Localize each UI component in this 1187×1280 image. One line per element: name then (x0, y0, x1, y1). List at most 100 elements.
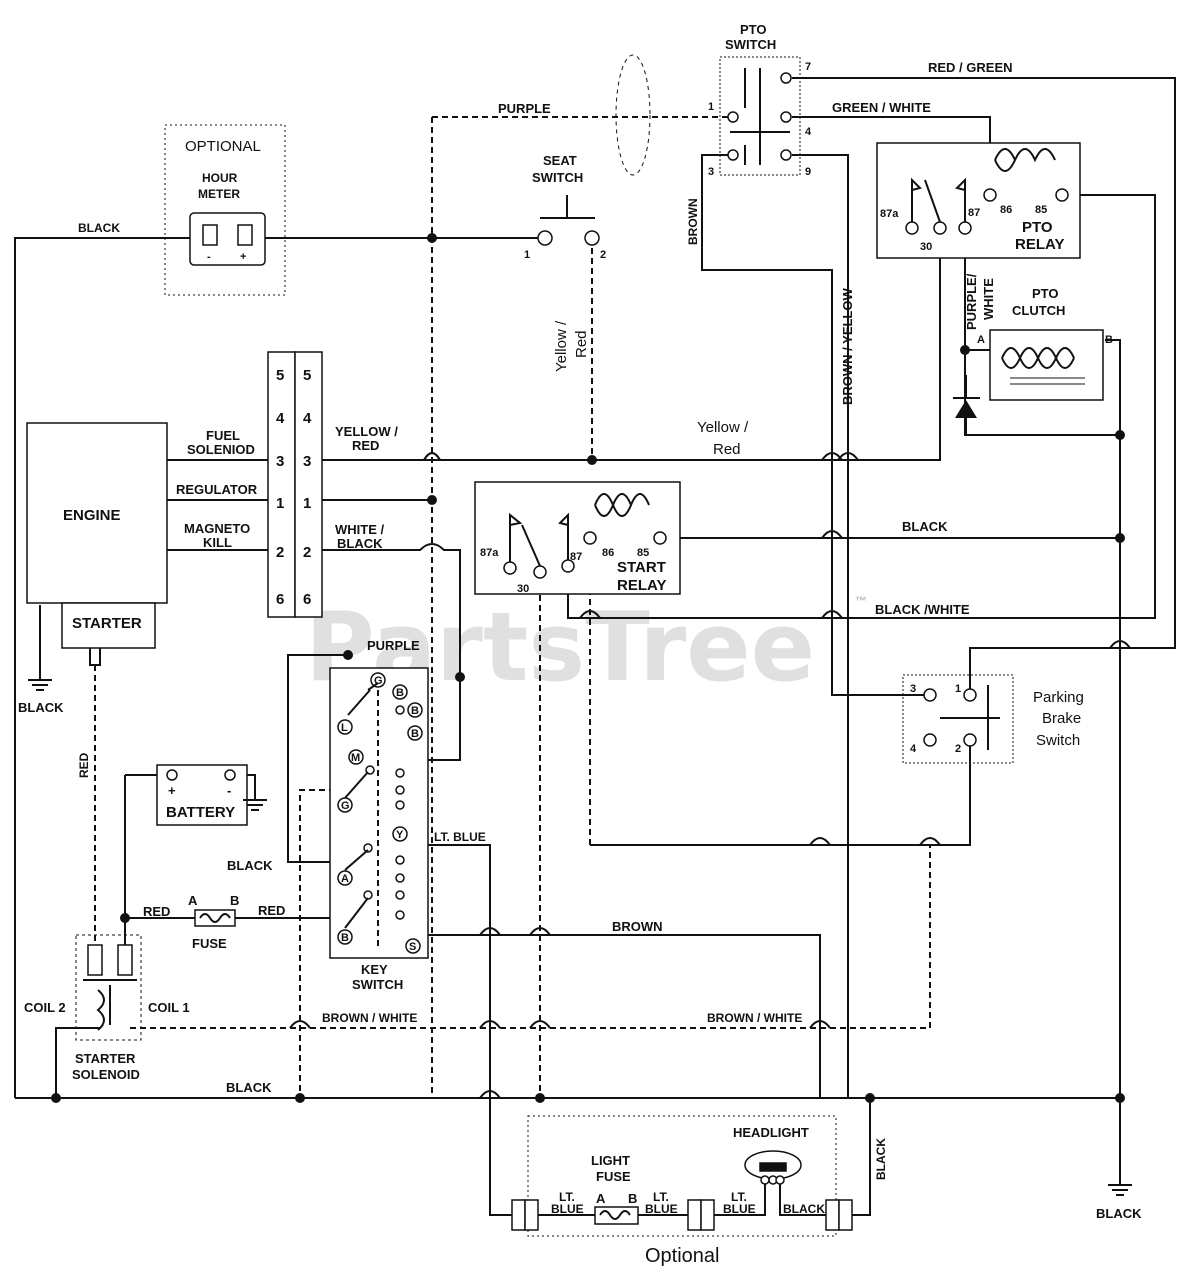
svg-text:Yellow /: Yellow / (697, 419, 749, 436)
svg-text:HEADLIGHT: HEADLIGHT (733, 1125, 809, 1140)
svg-text:2: 2 (276, 544, 284, 561)
svg-text:1: 1 (708, 101, 714, 113)
svg-text:BLACK: BLACK (1096, 1206, 1142, 1221)
svg-text:BLUE: BLUE (645, 1202, 678, 1216)
pto-clutch: PTO CLUTCH A B (953, 286, 1113, 435)
svg-text:B: B (230, 893, 239, 908)
junction-dots (51, 233, 1125, 1103)
svg-text:BLUE: BLUE (551, 1202, 584, 1216)
svg-text:4: 4 (303, 410, 312, 427)
svg-text:BLACK: BLACK (902, 519, 948, 534)
svg-text:M: M (351, 752, 360, 764)
svg-text:START: START (617, 559, 666, 576)
svg-text:3: 3 (910, 683, 916, 695)
svg-text:-: - (207, 251, 211, 263)
svg-text:B: B (411, 728, 419, 740)
svg-text:FUEL: FUEL (206, 428, 240, 443)
svg-text:3: 3 (276, 453, 284, 470)
svg-text:B: B (396, 687, 404, 699)
svg-text:CLUTCH: CLUTCH (1012, 303, 1065, 318)
svg-text:SOLENOID: SOLENOID (72, 1067, 140, 1082)
svg-text:B: B (341, 932, 349, 944)
svg-text:85: 85 (1035, 204, 1047, 216)
svg-text:SWITCH: SWITCH (725, 37, 776, 52)
svg-text:WHITE /: WHITE / (335, 522, 384, 537)
parking-brake-switch: 3 1 4 2 Parking Brake Switch (902, 674, 1084, 764)
svg-text:BROWN / WHITE: BROWN / WHITE (322, 1011, 417, 1025)
svg-text:RELAY: RELAY (617, 577, 666, 594)
svg-text:PURPLE: PURPLE (367, 638, 420, 653)
svg-text:PTO: PTO (1032, 286, 1059, 301)
svg-text:3: 3 (303, 453, 311, 470)
svg-text:KEY: KEY (361, 962, 388, 977)
svg-text:WHITE: WHITE (981, 278, 996, 320)
svg-text:KILL: KILL (203, 535, 232, 550)
wire-hops (289, 452, 1131, 1099)
svg-text:30: 30 (920, 241, 932, 253)
svg-text:GREEN / WHITE: GREEN / WHITE (832, 100, 931, 115)
svg-text:COIL 1: COIL 1 (148, 1000, 190, 1015)
svg-text:1: 1 (955, 683, 961, 695)
svg-text:BROWN / YELLOW: BROWN / YELLOW (840, 288, 855, 405)
svg-text:BLACK: BLACK (783, 1202, 825, 1216)
hour-meter: OPTIONAL HOUR METER - + (164, 124, 286, 296)
svg-text:BROWN: BROWN (686, 198, 700, 245)
svg-text:BROWN / WHITE: BROWN / WHITE (707, 1011, 802, 1025)
svg-text:1: 1 (303, 495, 311, 512)
svg-text:4: 4 (805, 126, 812, 138)
svg-text:6: 6 (276, 591, 284, 608)
svg-text:A: A (188, 893, 198, 908)
svg-text:87a: 87a (880, 208, 899, 220)
svg-text:87a: 87a (480, 547, 499, 559)
svg-text:2: 2 (303, 544, 311, 561)
engine: ENGINE STARTER FUEL SOLENIOD REGULATOR M… (26, 422, 268, 691)
svg-text:+: + (240, 251, 246, 263)
svg-text:6: 6 (303, 591, 311, 608)
svg-text:BLACK: BLACK (78, 221, 120, 235)
svg-text:5: 5 (303, 367, 311, 384)
wires (14, 77, 1176, 1216)
svg-text:LT.: LT. (559, 1190, 575, 1204)
svg-text:B: B (628, 1191, 637, 1206)
svg-text:9: 9 (805, 166, 811, 178)
svg-text:SOLENIOD: SOLENIOD (187, 442, 255, 457)
svg-text:B: B (1105, 334, 1113, 346)
svg-text:BLACK: BLACK (874, 1138, 888, 1180)
svg-text:7: 7 (805, 61, 811, 73)
svg-text:BLACK: BLACK (227, 858, 273, 873)
svg-text:-: - (227, 783, 231, 798)
key-switch: G B B B L M G Y A B S (329, 667, 429, 992)
watermark-tm: ™ (855, 594, 867, 608)
svg-text:STARTER: STARTER (75, 1051, 136, 1066)
svg-text:FUSE: FUSE (192, 936, 227, 951)
svg-text:LT. BLUE: LT. BLUE (434, 830, 486, 844)
svg-text:1: 1 (276, 495, 284, 512)
svg-text:B: B (411, 705, 419, 717)
svg-text:4: 4 (910, 743, 917, 755)
svg-text:Switch: Switch (1036, 732, 1080, 749)
svg-text:Red: Red (713, 441, 741, 458)
svg-text:STARTER: STARTER (72, 615, 142, 632)
svg-text:BATTERY: BATTERY (166, 804, 235, 821)
svg-text:FUSE: FUSE (596, 1169, 631, 1184)
svg-text:BLACK: BLACK (18, 700, 64, 715)
svg-text:PURPLE: PURPLE (498, 101, 551, 116)
pto-oval (615, 54, 651, 176)
svg-text:G: G (341, 800, 350, 812)
svg-text:87: 87 (968, 207, 980, 219)
svg-text:5: 5 (276, 367, 284, 384)
svg-text:+: + (168, 783, 176, 798)
svg-text:Parking: Parking (1033, 689, 1084, 706)
svg-text:PTO: PTO (1022, 219, 1053, 236)
pto-relay: 87a 30 87 86 85 PTO RELAY (876, 142, 1081, 259)
wire-labels: BLACK PURPLE RED / GREEN GREEN / WHITE B… (18, 60, 1142, 1221)
svg-text:A: A (596, 1191, 606, 1206)
svg-text:SEAT: SEAT (543, 153, 577, 168)
svg-text:RED: RED (77, 752, 91, 778)
svg-text:87: 87 (570, 551, 582, 563)
svg-text:LIGHT: LIGHT (591, 1153, 630, 1168)
hour-meter-title2: METER (198, 187, 240, 201)
engine-connector: 5 4 3 1 2 6 5 4 3 1 2 6 (267, 351, 323, 618)
svg-text:Yellow /: Yellow / (553, 320, 570, 372)
svg-text:30: 30 (517, 583, 529, 595)
